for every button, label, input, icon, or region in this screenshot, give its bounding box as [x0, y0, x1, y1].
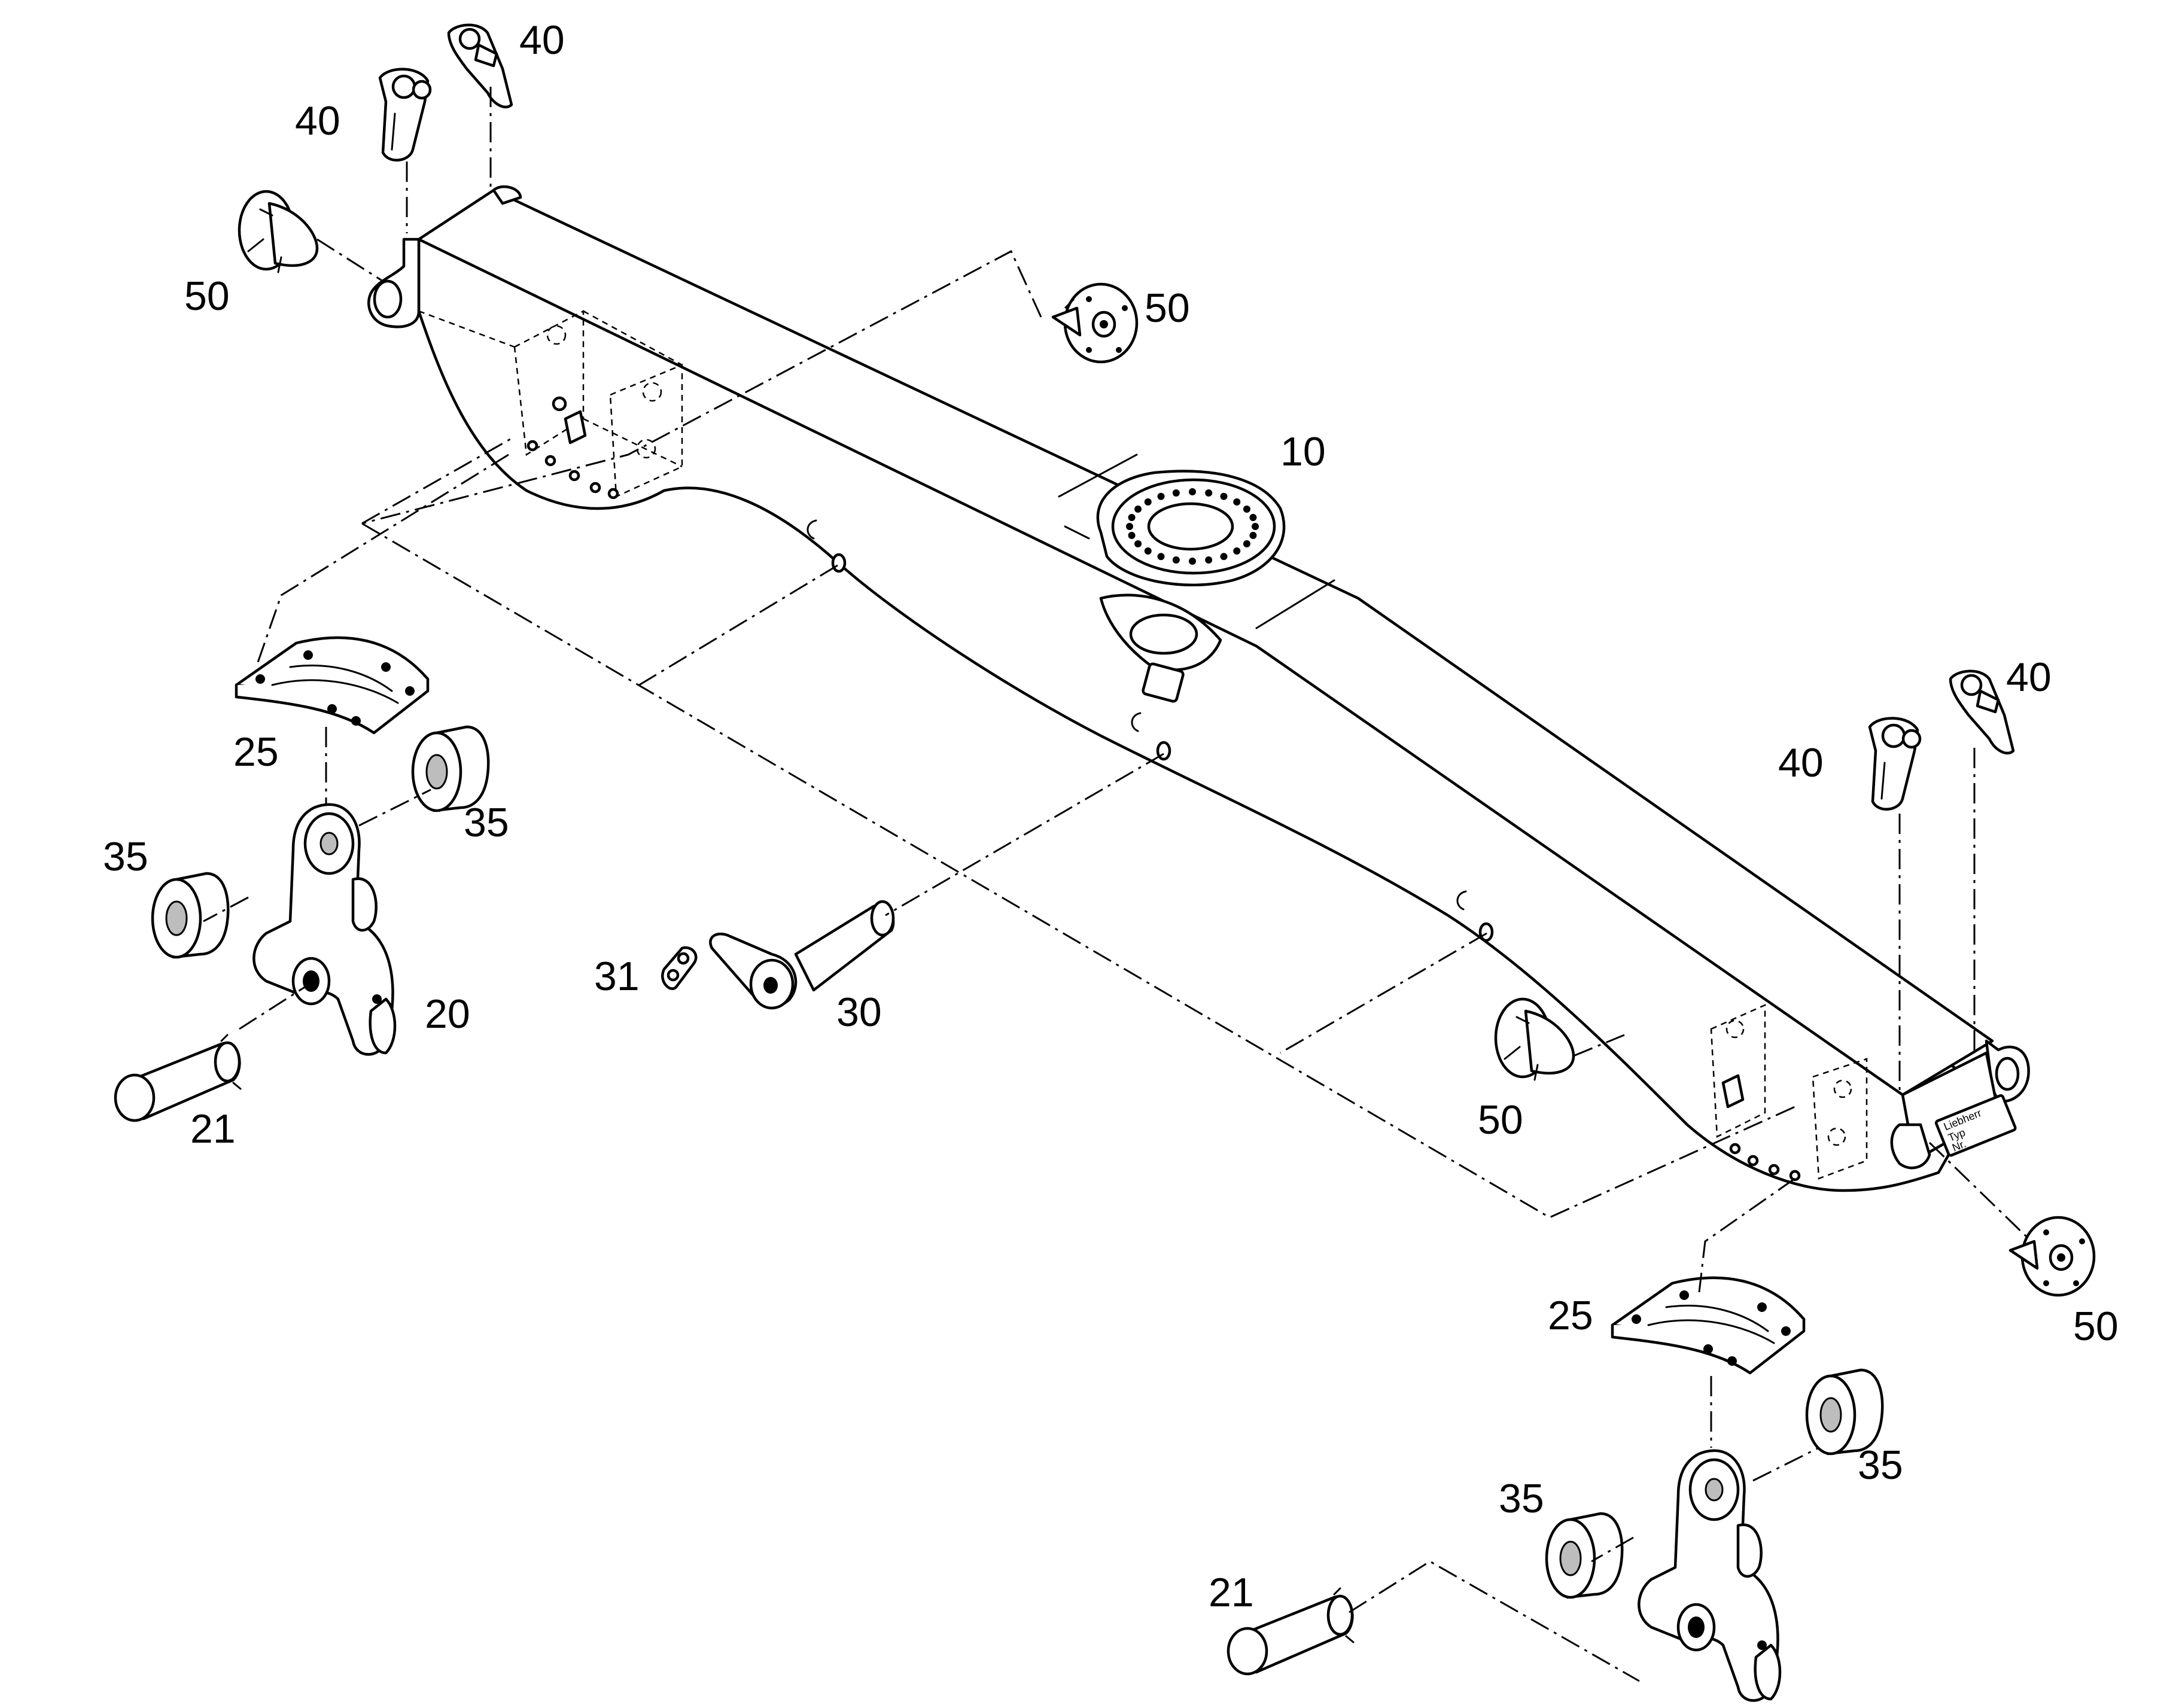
ring-bolt [1172, 556, 1180, 564]
ring-bolt [1249, 532, 1257, 540]
cover-plate-part [235, 636, 430, 735]
main-frame: Liebherr Typ Nr. [367, 185, 2030, 1192]
frame-left-pocket-hidden [418, 309, 683, 498]
frame-right-pocket-hidden [1710, 1004, 1868, 1180]
slewing-ring-bolts [1126, 488, 1259, 565]
callout-21: 21 [190, 1106, 236, 1152]
roller-part [1545, 1512, 1624, 1599]
ring-bolt [1205, 489, 1213, 497]
frame-bolt [527, 440, 538, 452]
swivel-bracket-part [1638, 1449, 1782, 1702]
center-pin-part [709, 900, 895, 1010]
roller-part [411, 725, 490, 812]
callout-50: 50 [1478, 1097, 1523, 1143]
callout-21: 21 [1209, 1570, 1254, 1615]
callout-50: 50 [1145, 285, 1190, 331]
ring-bolt [1144, 498, 1152, 506]
callout-31: 31 [594, 954, 640, 999]
callout-40: 40 [295, 98, 340, 144]
callout-40: 40 [2006, 654, 2052, 700]
cover-plate-part [1611, 1276, 1806, 1375]
frame-right-eye-hole [1995, 1057, 2020, 1091]
ring-bolt [1220, 553, 1228, 561]
ring-bolt [1128, 513, 1136, 521]
ring-bolt [1233, 498, 1241, 506]
frame-bolt [568, 470, 580, 482]
ring-bolt [1128, 532, 1136, 540]
callout-30: 30 [836, 990, 882, 1035]
callout-35: 35 [1499, 1476, 1544, 1521]
cone-part [1494, 997, 1575, 1081]
slewing-ring-inner [1147, 502, 1234, 551]
assembly-leaders [203, 87, 2029, 1682]
callout-50: 50 [184, 273, 230, 319]
hook-part [1949, 669, 2015, 755]
ring-bolt [1249, 513, 1257, 521]
callout-25: 25 [1548, 1293, 1593, 1338]
frame-left-lug [492, 185, 522, 205]
callout-50: 50 [2073, 1304, 2119, 1349]
callout-35: 35 [103, 834, 148, 879]
ring-bolt [1220, 492, 1228, 500]
frame-bottom-bolts [527, 440, 1801, 1182]
bracket-pin-part [114, 1034, 242, 1122]
ring-bolt [1189, 558, 1196, 565]
callout-35: 35 [464, 800, 509, 845]
callout-25: 25 [233, 729, 279, 775]
lock-plate-part [661, 946, 698, 990]
swivel-bracket-part [252, 803, 397, 1056]
cone-part [2008, 1216, 2096, 1297]
cone-part [1051, 282, 1139, 364]
callout-40: 40 [519, 17, 565, 63]
ring-bolt [1134, 540, 1142, 547]
callout-35: 35 [1858, 1442, 1903, 1488]
hook-part [378, 68, 432, 162]
frame-bolt [544, 455, 556, 467]
frame-small-cover [1142, 662, 1185, 703]
frame-inspection-hole [1129, 613, 1198, 655]
frame-bolt [1747, 1155, 1759, 1167]
frame-deck-edge [418, 238, 1904, 1096]
ring-bolt [1157, 553, 1165, 561]
callout-10: 10 [1280, 429, 1326, 474]
frame-clips [807, 519, 1494, 942]
ring-bolt [1134, 506, 1142, 513]
hook-part [1868, 717, 1922, 811]
hook-part [447, 23, 513, 109]
ring-bolt [1189, 488, 1196, 495]
frame-band-right [1255, 579, 1335, 629]
ring-bolt [1126, 523, 1133, 530]
callout-20: 20 [425, 991, 470, 1037]
ring-bolt [1243, 506, 1250, 513]
frame-left-eye-hole [373, 279, 403, 319]
ring-bolt [1233, 547, 1241, 555]
ring-bolt [1144, 547, 1152, 555]
frame-band-left-b [1064, 525, 1090, 540]
nameplate: Liebherr Typ Nr. [1934, 1094, 2017, 1157]
callout-40: 40 [1778, 740, 1824, 786]
frame-right-lower-eye [1890, 1123, 1931, 1170]
cone-part [238, 190, 319, 273]
frame-bolt [1729, 1143, 1741, 1155]
frame-band-left [1058, 453, 1138, 498]
roller-part [151, 872, 230, 959]
frame-bolt [1789, 1170, 1801, 1182]
callout-labels: 40 40 50 50 10 40 40 25 35 35 31 30 20 2… [103, 17, 2119, 1615]
ring-bolt [1172, 489, 1180, 497]
ring-bolt [1205, 556, 1213, 564]
roller-part [1805, 1368, 1884, 1456]
frame-lower-web [417, 238, 1988, 1192]
frame-bolt [607, 488, 619, 500]
ring-bolt [1243, 540, 1250, 547]
frame-bolt [589, 482, 601, 494]
ring-bolt [1252, 523, 1259, 530]
frame-bolt [1768, 1164, 1780, 1176]
ring-bolt [1157, 492, 1165, 500]
